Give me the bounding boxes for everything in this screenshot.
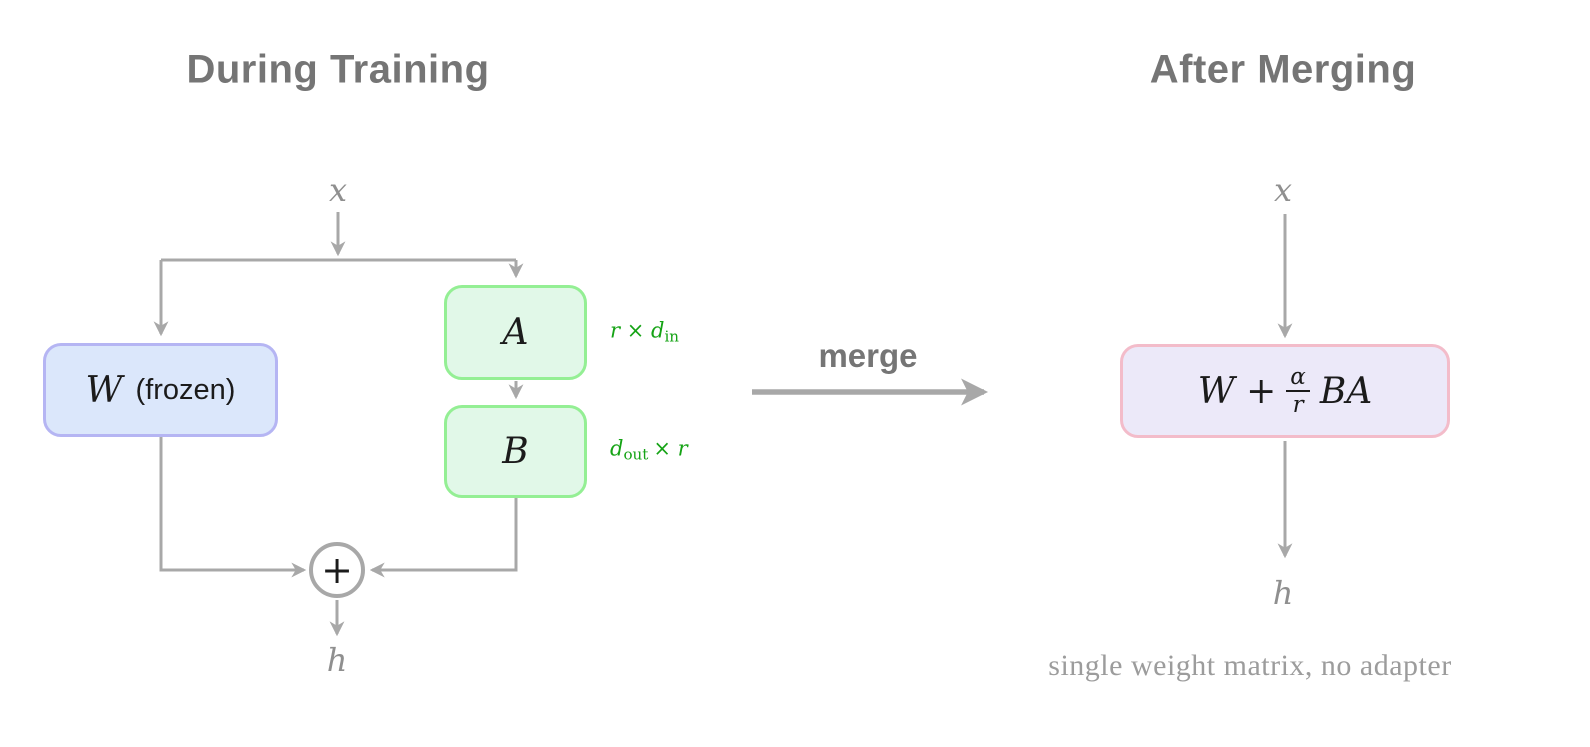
- arrow-b-to-sum: [369, 498, 518, 578]
- adapter-a-box: A: [444, 285, 587, 380]
- a-label: A: [502, 312, 529, 353]
- b-dim-post: × r: [653, 436, 688, 461]
- input-x-left: x: [328, 171, 348, 209]
- merge-label: merge: [818, 337, 918, 374]
- merged-formula-post: BA: [1319, 370, 1373, 412]
- b-dim-subscript: out: [623, 445, 649, 464]
- plus-icon: +: [321, 548, 353, 592]
- adapter-b-box: B: [444, 405, 587, 498]
- w-math-label: W: [85, 369, 123, 411]
- frozen-note: (frozen): [135, 373, 236, 406]
- merged-caption: single weight matrix, no adapter: [1048, 649, 1452, 682]
- merged-formula: W + α r BA: [1198, 365, 1373, 417]
- alpha-over-r-fraction: α r: [1286, 365, 1310, 417]
- b-label: B: [502, 431, 529, 472]
- left-title: During Training: [186, 47, 490, 92]
- fraction-numerator: α: [1286, 365, 1310, 392]
- a-dim-pre: r × d: [610, 318, 665, 343]
- merged-weight-box: W + α r BA: [1120, 344, 1450, 438]
- right-title: After Merging: [1149, 47, 1417, 92]
- output-h-right: h: [1272, 574, 1294, 612]
- b-dim-pre: d: [610, 436, 624, 461]
- a-dim-subscript: in: [664, 327, 680, 346]
- sum-node: +: [309, 542, 365, 598]
- a-dimension-label: r × din: [610, 318, 684, 345]
- w-frozen-box: W (frozen): [43, 343, 278, 437]
- b-dimension-label: dout× r: [610, 436, 688, 463]
- arrow-w-to-sum: [159, 437, 307, 578]
- merged-formula-pre: W +: [1197, 370, 1277, 412]
- fraction-denominator: r: [1292, 392, 1304, 418]
- input-x-right: x: [1273, 171, 1293, 209]
- output-h-left: h: [326, 641, 348, 679]
